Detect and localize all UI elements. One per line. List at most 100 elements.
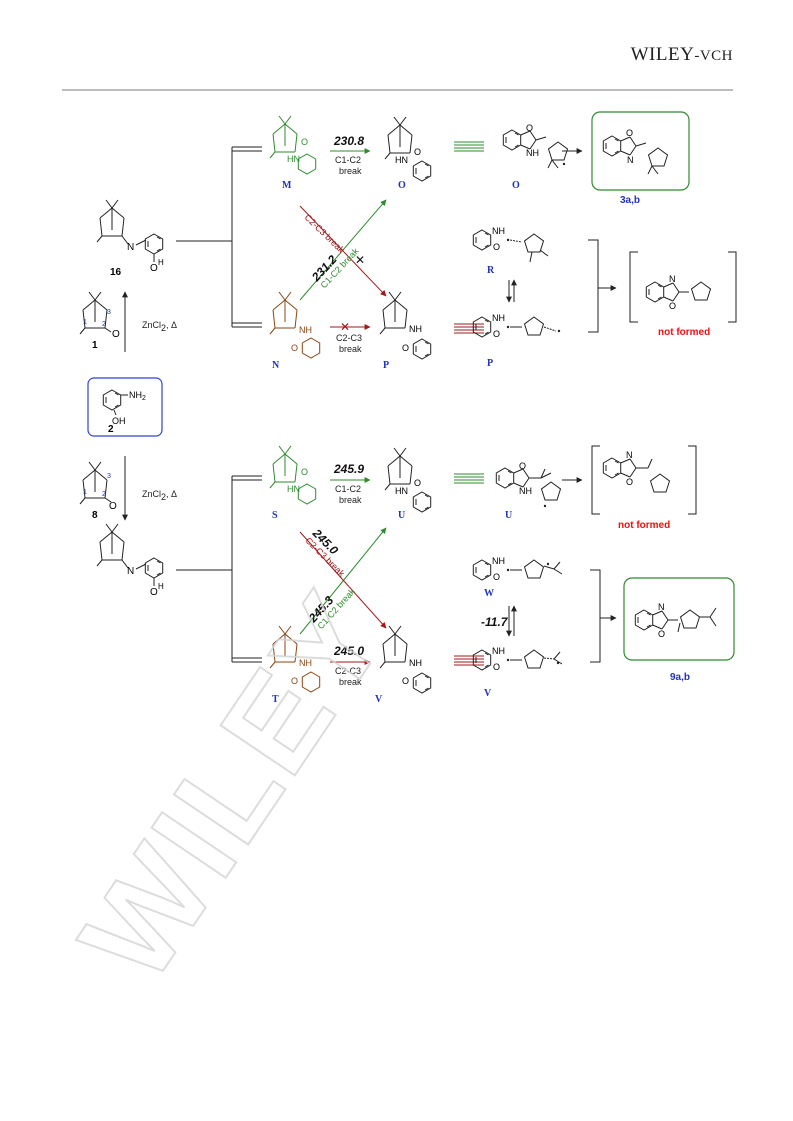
energy-S-path: 245.9 xyxy=(333,462,364,476)
t-nh: NH xyxy=(299,658,312,668)
cross-arrow-N-to-O xyxy=(299,199,387,301)
not-formed-top: not formed xyxy=(658,327,710,338)
open-P-structure: NH O xyxy=(472,313,561,339)
bi-oh-o: O xyxy=(150,587,158,598)
label-V-2: V xyxy=(484,688,492,699)
compound-16-structure: N O H xyxy=(96,199,164,274)
cross-arrow-M-to-P xyxy=(299,205,387,297)
bond-T-path: C2-C3 xyxy=(335,666,361,676)
label-P-1: P xyxy=(383,360,389,371)
label-U-1: U xyxy=(398,510,405,521)
nf-top-o: O xyxy=(669,301,676,311)
watermark: WILEY xyxy=(51,565,415,1007)
nf-top-n: N xyxy=(669,274,676,284)
n-path-cross-mark: ✕ xyxy=(340,320,350,334)
ketone-8-label: 8 xyxy=(92,510,98,521)
bond-N-path: C2-C3 xyxy=(336,333,362,343)
intermediate-W-structure: NH O xyxy=(472,556,563,582)
intermediate-R-structure: NH O xyxy=(472,226,549,263)
intermediate-M-structure: HN O xyxy=(269,115,317,175)
collector-WV xyxy=(590,569,601,663)
intermediate-U-structure: HN O xyxy=(384,447,432,513)
label-W: W xyxy=(484,588,494,599)
product-9ab-label: 9a,b xyxy=(670,672,690,683)
p9-n: N xyxy=(658,602,665,612)
open-O-structure: O NH xyxy=(503,123,568,169)
label-R: R xyxy=(487,265,495,276)
u-o: O xyxy=(414,478,421,488)
oh-o-atom: O xyxy=(150,263,158,274)
oh-label: OH xyxy=(112,416,126,426)
openu-nh: NH xyxy=(519,486,532,496)
m-hn: HN xyxy=(287,154,300,164)
collector-RP xyxy=(588,239,599,333)
break-T-path: break xyxy=(339,677,362,687)
intermediate-P-structure: NH O xyxy=(379,291,432,360)
aminophenol-2-box xyxy=(87,377,163,437)
break-S-path: break xyxy=(339,495,362,505)
ketone-1-label: 1 xyxy=(92,340,98,351)
open-o-o: O xyxy=(526,123,533,133)
watermark-text: WILEY xyxy=(52,566,414,1006)
publisher-main: WILEY xyxy=(630,44,695,65)
n-atom: N xyxy=(127,242,134,253)
p3-n: N xyxy=(627,155,634,165)
header-rule xyxy=(62,89,733,91)
equiv-V xyxy=(454,655,484,666)
c2-label: 2 xyxy=(102,321,106,328)
not-formed-bottom: not formed xyxy=(618,520,670,531)
nf-bot-o: O xyxy=(626,477,633,487)
openv-nh: NH xyxy=(492,646,505,656)
bracket-right-bottom xyxy=(688,445,697,515)
open-V-structure: NH O xyxy=(472,646,563,672)
bracket-left-top xyxy=(629,251,638,323)
compound-16-label: 16 xyxy=(110,267,122,278)
o-hn: HN xyxy=(395,155,408,165)
intermediate-V-structure: NH O xyxy=(379,625,432,694)
bracket-left-bottom xyxy=(591,445,600,515)
open-o-nh: NH xyxy=(526,148,539,158)
u-hn: HN xyxy=(395,486,408,496)
product-3ab-box xyxy=(591,111,690,191)
product-3ab-structure: O N xyxy=(603,128,668,175)
r-o: O xyxy=(493,242,500,252)
openu-o: O xyxy=(519,461,526,471)
p-o: O xyxy=(402,343,409,353)
c1-label: 1 xyxy=(83,319,87,326)
label-N: N xyxy=(272,360,280,371)
intermediate-N-structure: NH O xyxy=(269,291,321,359)
energy-WV: -11.7 xyxy=(481,615,509,629)
open-U-structure: O NH xyxy=(496,461,561,508)
k8-c3-label: 3 xyxy=(107,473,111,480)
energy-T-path: 245.0 xyxy=(333,644,364,658)
equiv-P xyxy=(454,323,484,334)
cross-cross-mark: ✕ xyxy=(355,253,365,267)
w-nh: NH xyxy=(492,556,505,566)
p-nh: NH xyxy=(409,324,422,334)
equiv-O xyxy=(454,141,484,152)
label-S: S xyxy=(272,510,278,521)
bracket-right-top xyxy=(728,251,737,323)
label-V-1: V xyxy=(375,694,383,705)
intermediate-O-structure: HN O xyxy=(384,116,432,182)
s-o: O xyxy=(301,467,308,477)
ketone-o-atom: O xyxy=(112,329,120,340)
p3-o: O xyxy=(626,128,633,138)
oh-h-atom: H xyxy=(158,258,164,267)
product-9ab-structure: N O xyxy=(635,602,717,639)
p9-o: O xyxy=(658,629,665,639)
break-N-path: break xyxy=(339,344,362,354)
ketone8-o-atom: O xyxy=(109,501,117,512)
energy-M-path: 230.8 xyxy=(333,134,364,148)
n-nh: NH xyxy=(299,325,312,335)
cross-arrow-T-to-U xyxy=(299,527,387,635)
ketone-1-structure: O 1 2 3 xyxy=(79,291,120,340)
bond-S-path: C1-C2 xyxy=(335,484,361,494)
equiv-U xyxy=(454,473,484,484)
m-o: O xyxy=(301,137,308,147)
not-formed-bottom-structure: N O xyxy=(603,450,670,493)
c3-label: 3 xyxy=(107,309,111,316)
product-9ab-box xyxy=(623,577,735,661)
publisher-sep: - xyxy=(694,48,700,64)
